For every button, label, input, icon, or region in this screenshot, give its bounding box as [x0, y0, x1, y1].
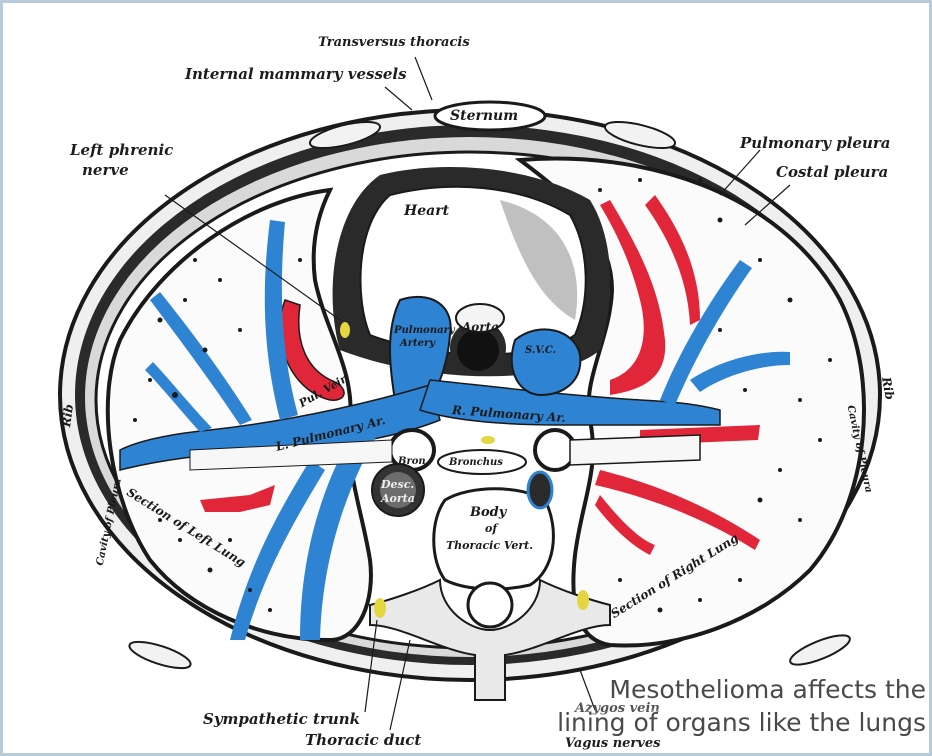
right-bronchus: [535, 430, 575, 470]
label-thoracic-vert: Thoracic Vert.: [446, 539, 533, 552]
label-aorta: Aorta: [462, 320, 499, 334]
label-vagus-nerves: Vagus nerves: [565, 737, 660, 751]
label-thoracic-duct: Thoracic duct: [305, 732, 421, 749]
superior-vena-cava: [512, 329, 581, 395]
azygos-vein: [528, 472, 552, 508]
caption-line-2: lining of organs like the lungs: [557, 706, 926, 739]
sympathetic-trunk-left: [374, 598, 386, 618]
right-bronchus-tube: [570, 435, 700, 465]
ascending-aorta-lumen: [457, 329, 499, 371]
label-body-of: of: [485, 522, 497, 535]
label-heart: Heart: [404, 203, 449, 219]
caption-text: Mesothelioma affects the lining of organ…: [557, 673, 926, 739]
label-desc-aorta-2: Aorta: [381, 492, 415, 505]
label-internal-mammary-vessels: Internal mammary vessels: [185, 66, 407, 83]
label-desc-aorta: Desc.: [381, 478, 414, 491]
label-sympathetic-trunk: Sympathetic trunk: [203, 711, 360, 728]
label-svc: S.V.C.: [525, 345, 556, 356]
label-left-phrenic-nerve: nerve: [82, 162, 129, 179]
label-bronchus-left: Bron.: [398, 456, 429, 467]
spinal-canal: [468, 583, 512, 627]
caption-line-1: Mesothelioma affects the: [557, 673, 926, 706]
rib-bone: [787, 630, 853, 671]
label-transversus-thoracis: Transversus thoracis: [318, 36, 470, 50]
label-sternum: Sternum: [450, 108, 518, 124]
vagus-nerve: [481, 436, 495, 444]
label-body: Body: [470, 505, 506, 520]
label-pulmonary-artery-2: Artery: [400, 338, 435, 349]
phrenic-nerve: [340, 322, 350, 338]
label-bronchus-right: Bronchus: [449, 457, 503, 468]
label-pulmonary-artery: Pulmonary: [394, 325, 455, 336]
label-left-phrenic: Left phrenic: [70, 142, 173, 159]
sympathetic-trunk-right: [577, 590, 589, 610]
rib-bone: [127, 637, 193, 674]
label-costal-pleura: Costal pleura: [776, 164, 888, 181]
label-pulmonary-pleura: Pulmonary pleura: [740, 135, 890, 152]
